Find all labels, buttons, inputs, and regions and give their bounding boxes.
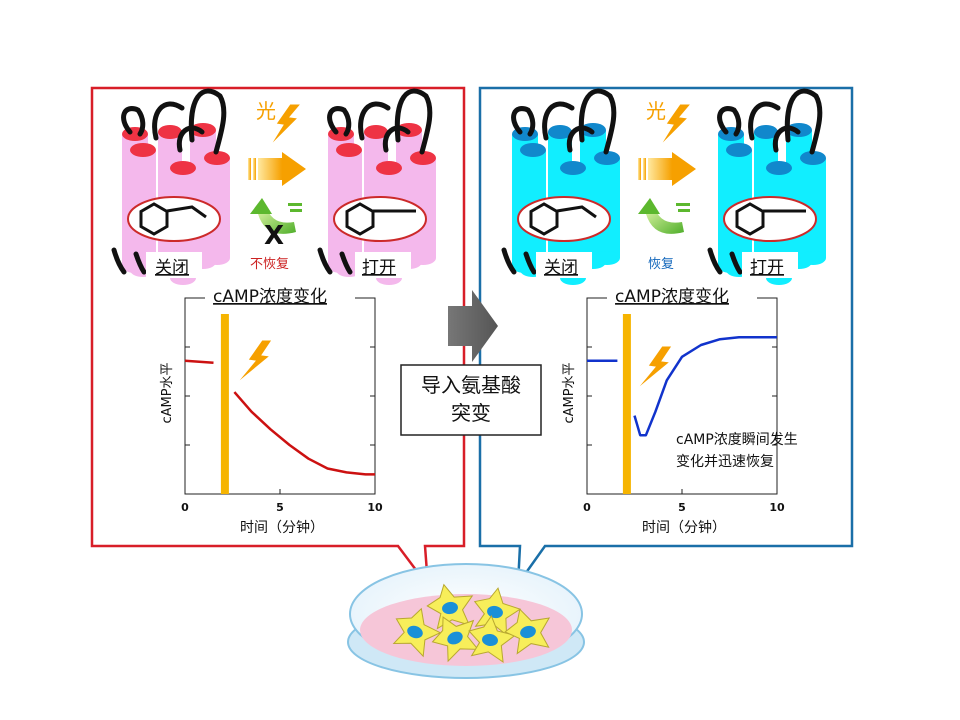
series-line	[233, 391, 375, 476]
recovery-arrow-icon	[250, 198, 302, 234]
cell-icon	[431, 616, 480, 663]
svg-text:打开: 打开	[362, 258, 396, 278]
chart-title: cAMP浓度变化	[213, 287, 327, 307]
y-axis-label: cAMP水平	[562, 362, 577, 423]
left-receptor-group	[111, 88, 436, 285]
right-recovery-label: 恢复	[648, 257, 674, 272]
left-recovery-label: 不恢复	[250, 257, 289, 272]
blocked-mark: X	[264, 221, 284, 251]
light-pulse-bar	[622, 314, 631, 494]
ligand-icon	[333, 196, 427, 242]
cell-group	[392, 583, 551, 664]
right-light-label: 光	[646, 99, 666, 123]
right-receptor-group	[501, 88, 826, 285]
x-tick-label: 5	[276, 501, 284, 514]
svg-text:关闭: 关闭	[155, 258, 189, 278]
x-tick-label: 10	[367, 501, 383, 514]
x-tick-label: 10	[769, 501, 785, 514]
activation-arrow-icon	[248, 152, 306, 186]
light-pulse-bar	[220, 314, 229, 494]
mutation-label-line2: 突变	[451, 401, 491, 425]
cell-icon	[426, 583, 474, 630]
lightning-icon	[659, 103, 693, 147]
lightning-icon	[635, 345, 673, 391]
series-line	[633, 335, 777, 437]
right-state-before: 关闭	[536, 252, 592, 278]
mutation-label-line1: 导入氨基酸	[421, 373, 521, 397]
left-state-before: 关闭	[146, 252, 202, 278]
left-state-after: 打开	[355, 252, 411, 278]
recovery-arrow-icon	[638, 198, 690, 234]
ligand-icon	[127, 196, 221, 242]
svg-text:关闭: 关闭	[544, 258, 578, 278]
mutation-label-box: 导入氨基酸 突变	[400, 364, 542, 436]
cell-icon	[504, 608, 551, 655]
x-axis-label: 时间（分钟）	[642, 519, 726, 536]
right-annotation-line2: 变化并迅速恢复	[676, 453, 774, 470]
ligand-icon	[517, 196, 611, 242]
y-axis-label: cAMP水平	[160, 362, 175, 423]
x-axis-label: 时间（分钟）	[240, 519, 324, 536]
activation-arrow-icon	[638, 152, 696, 186]
x-tick-label: 5	[678, 501, 686, 514]
svg-text:打开: 打开	[750, 258, 784, 278]
series-line	[184, 359, 214, 364]
lightning-icon	[235, 339, 273, 385]
lightning-icon	[269, 103, 303, 147]
right-state-after: 打开	[742, 252, 798, 278]
transition-arrow-icon	[448, 290, 498, 362]
x-tick-label: 0	[583, 501, 591, 514]
cell-icon	[392, 607, 442, 658]
chart-title: cAMP浓度变化	[615, 287, 729, 307]
cell-icon	[468, 614, 517, 664]
left-light-label: 光	[256, 99, 276, 123]
ligand-icon	[723, 196, 817, 242]
x-tick-label: 0	[181, 501, 189, 514]
right-annotation-line1: cAMP浓度瞬间发生	[676, 432, 798, 448]
